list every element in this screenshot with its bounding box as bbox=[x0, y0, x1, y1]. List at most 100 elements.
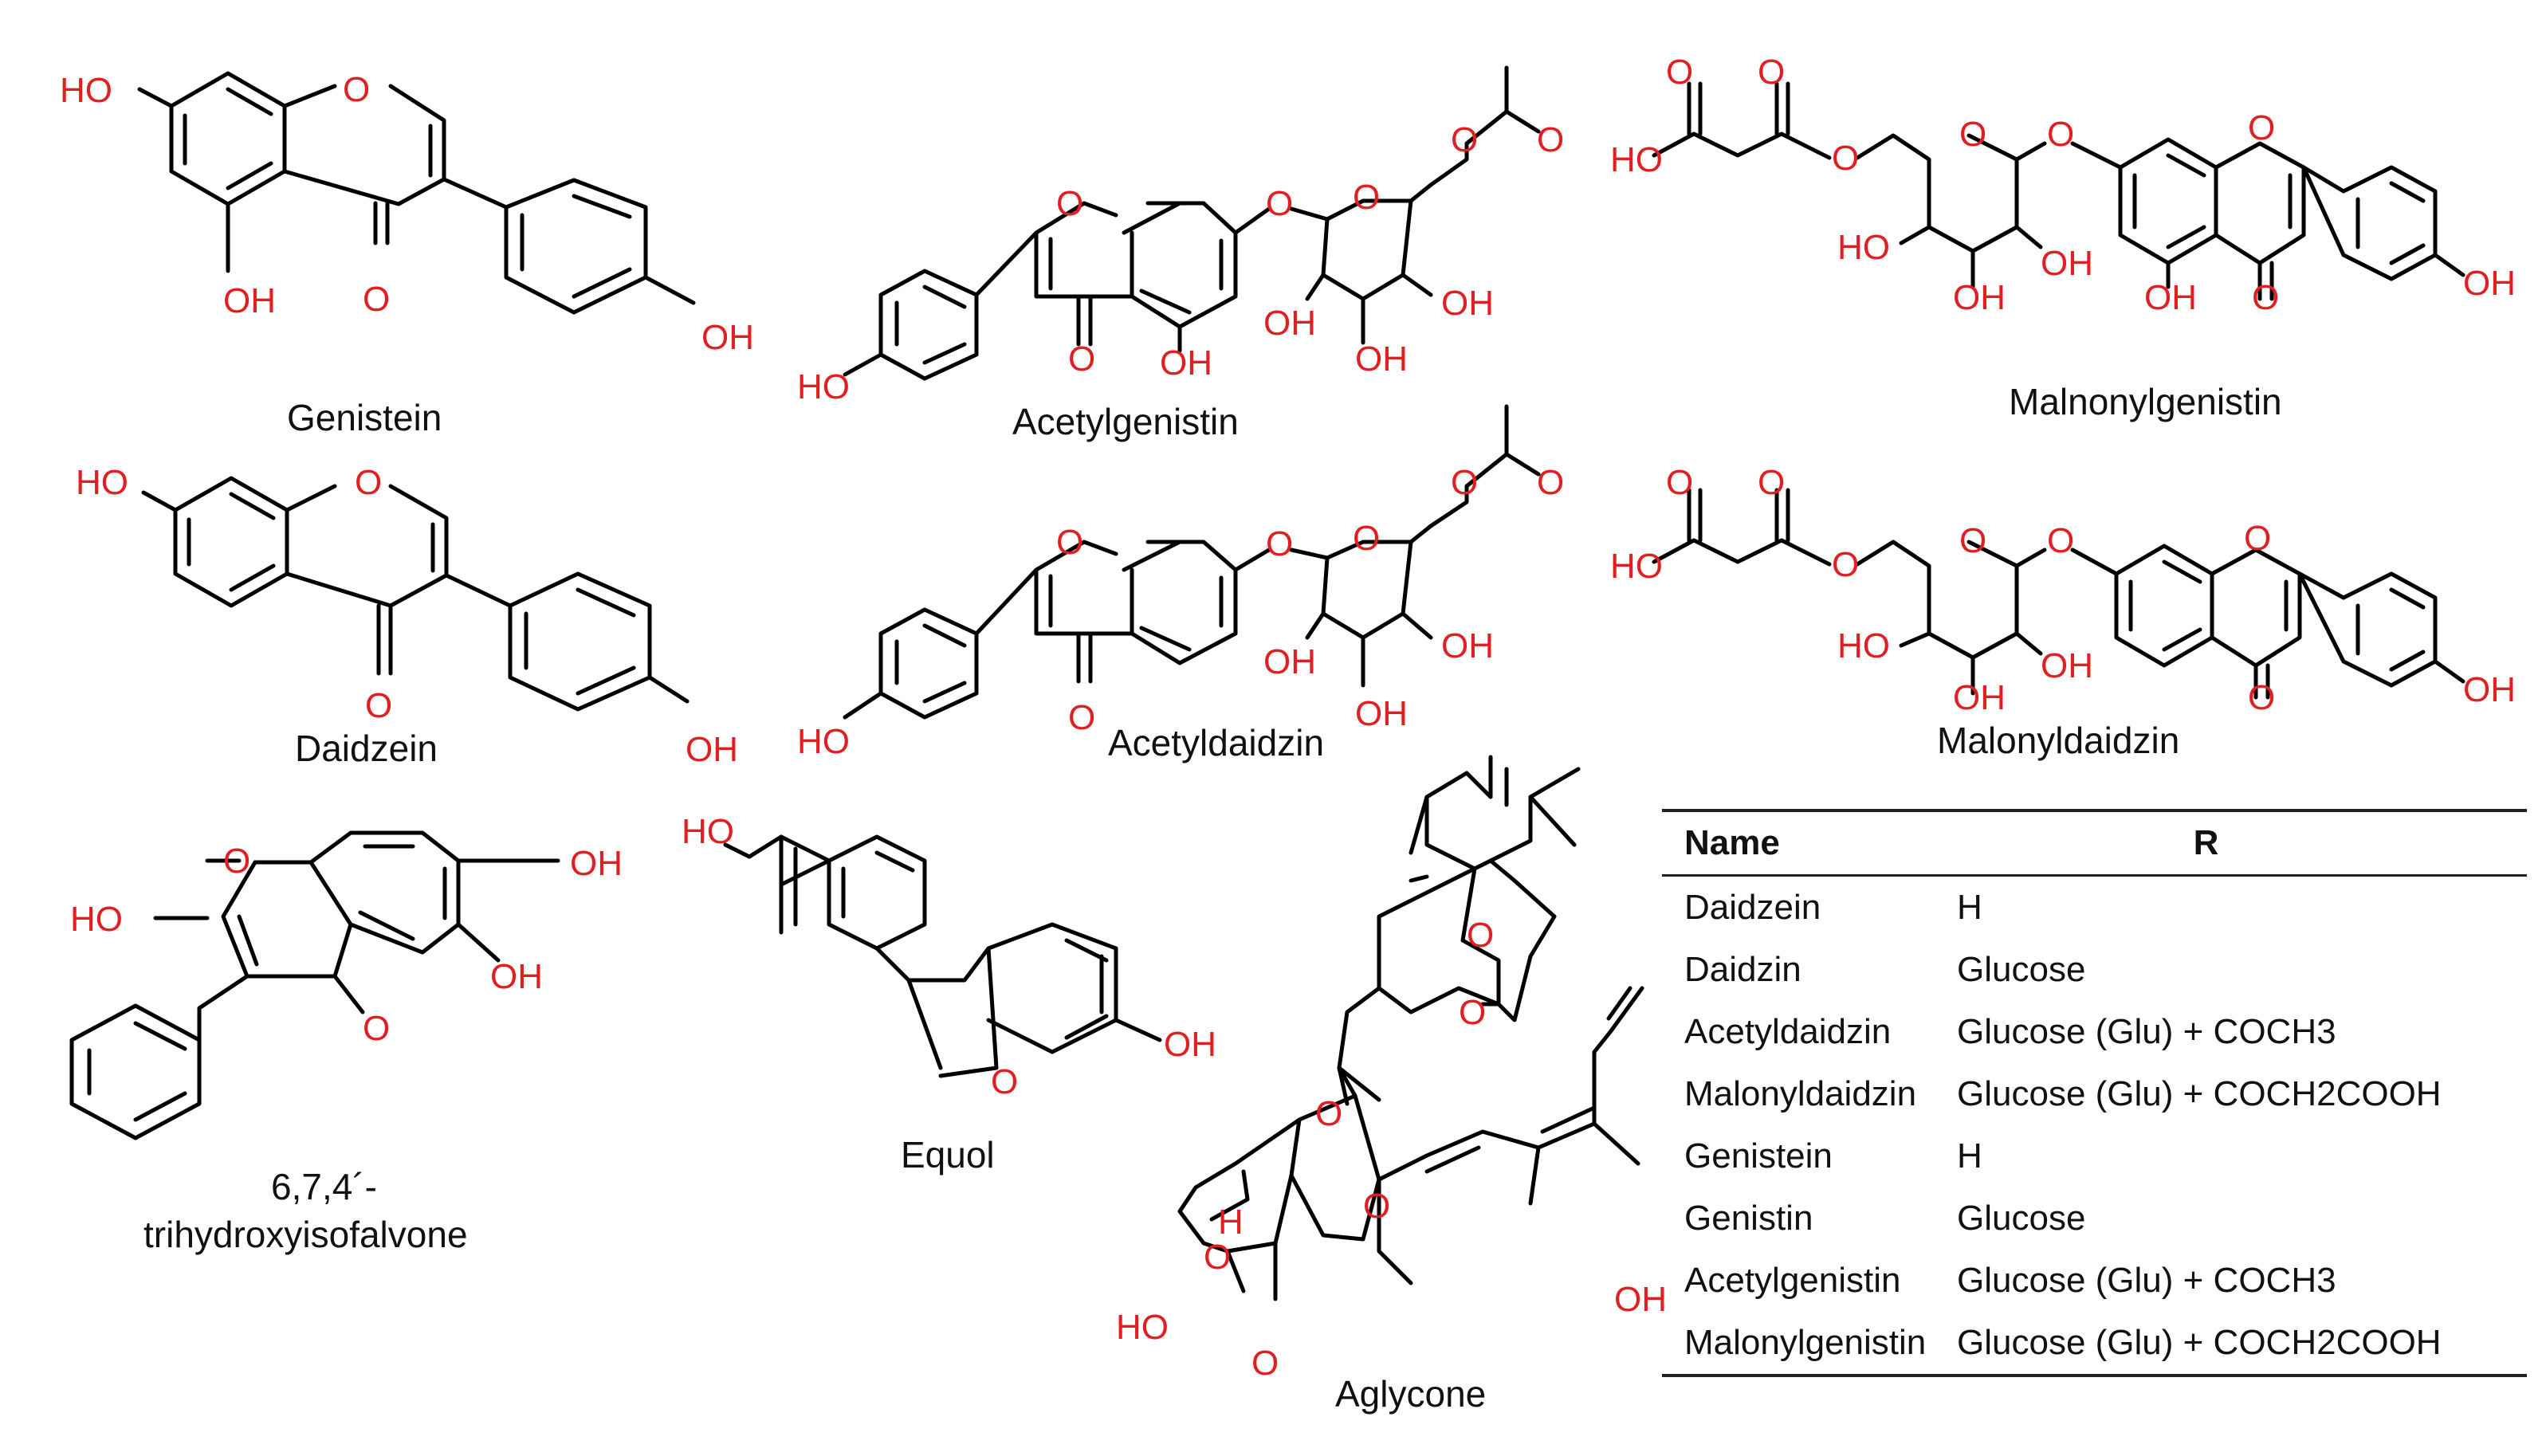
aglycone-ester-o-label: O bbox=[1315, 1094, 1342, 1133]
equol-structure: HO O OH Equol bbox=[682, 812, 1216, 1175]
table-cell-r: Glucose (Glu) + COCH3 bbox=[1957, 1261, 2336, 1300]
table-cell-name: Genistein bbox=[1684, 1136, 1833, 1175]
table-cell-name: Daidzein bbox=[1684, 888, 1821, 927]
malonyldaidzin-sugar-o-label: O bbox=[1959, 521, 1986, 560]
acetyldaidzin-oh2-label: OH bbox=[1263, 642, 1316, 681]
trihydroxy-oh7-label: OH bbox=[570, 844, 623, 883]
table-cell-r: Glucose bbox=[1957, 950, 2086, 989]
acetyldaidzin-ester-o-label: O bbox=[1451, 463, 1478, 502]
table-row: Genistein H bbox=[1662, 1125, 2527, 1187]
aglycone-ho-label: HO bbox=[1116, 1308, 1169, 1347]
acetylgenistin-link-o-label: O bbox=[1266, 184, 1293, 223]
malnonylgenistin-oh5-label: OH bbox=[2144, 278, 2197, 317]
trihydroxy-ho-label: HO bbox=[70, 900, 123, 939]
malnonylgenistin-ho-label: HO bbox=[1610, 140, 1663, 179]
table-cell-r: Glucose (Glu) + COCH2COOH bbox=[1957, 1074, 2442, 1113]
malnonylgenistin-oh4p-label: OH bbox=[2463, 264, 2516, 303]
genistein-ho-label: HO bbox=[60, 71, 112, 110]
acetylgenistin-ho-label: HO bbox=[797, 367, 850, 406]
daidzein-ho-label: HO bbox=[76, 463, 128, 502]
genistein-oh4-label: OH bbox=[701, 318, 754, 357]
malonyldaidzin-ester-o-label: O bbox=[1832, 545, 1859, 584]
table-cell-r: H bbox=[1957, 888, 1982, 927]
table-row: Daidzin Glucose bbox=[1662, 939, 2527, 1001]
table-bottom-rule bbox=[1662, 1374, 2527, 1377]
genistein-keto-o-label: O bbox=[363, 280, 390, 319]
malnonylgenistin-oh2-label: OH bbox=[2041, 244, 2093, 283]
equol-ring-o-label: O bbox=[991, 1062, 1018, 1101]
trihydroxy-name-line2: trihydroxyisofalvone bbox=[143, 1214, 468, 1255]
daidzein-keto-o-label: O bbox=[365, 686, 392, 725]
malnonylgenistin-sugar-o-label: O bbox=[1959, 115, 1986, 154]
table-header-row: Name R bbox=[1662, 812, 2527, 874]
acetylgenistin-oh4-label: OH bbox=[1441, 284, 1494, 323]
daidzein-ring-o-label: O bbox=[355, 463, 382, 502]
table-row: Malonyldaidzin Glucose (Glu) + COCH2COOH bbox=[1662, 1063, 2527, 1125]
table-cell-r: Glucose bbox=[1957, 1199, 2086, 1238]
malnonylgenistin-ho4-label: HO bbox=[1837, 228, 1890, 267]
genistein-oh5-label: OH bbox=[223, 281, 276, 320]
table-cell-name: Acetyldaidzin bbox=[1684, 1012, 1892, 1051]
aglycone-pyran-o2-label: O bbox=[1459, 993, 1486, 1032]
genistein-ring-o-label: O bbox=[343, 70, 370, 109]
acetyldaidzin-oh4-label: OH bbox=[1441, 626, 1494, 665]
malnonylgenistin-link-o-label: O bbox=[2047, 115, 2074, 154]
malonyldaidzin-ho-label: HO bbox=[1610, 547, 1663, 586]
malnonylgenistin-name: Malnonylgenistin bbox=[2009, 381, 2282, 422]
table-cell-r: Glucose (Glu) + COCH2COOH bbox=[1957, 1323, 2442, 1362]
aglycone-name: Aglycone bbox=[1335, 1373, 1486, 1415]
acetyldaidzin-acyl-o-label: O bbox=[1537, 463, 1564, 502]
table-header-r: R bbox=[2193, 823, 2219, 862]
acetylgenistin-ring-o-label: O bbox=[1056, 184, 1083, 223]
acetylgenistin-acyl-o-label: O bbox=[1537, 120, 1564, 159]
aglycone-furan-o-label: O bbox=[1251, 1344, 1279, 1383]
table-cell-r: H bbox=[1957, 1136, 1982, 1175]
aglycone-structure: O O O O H O HO O OH Aglycone bbox=[1116, 755, 1667, 1415]
aglycone-carbonyl-o-label: O bbox=[1363, 1187, 1390, 1226]
equol-name: Equol bbox=[901, 1134, 995, 1175]
table-cell-name: Genistin bbox=[1684, 1199, 1813, 1238]
malonyldaidzin-structure: O O HO O O O O HO OH OH O OH Malonyldaid… bbox=[1610, 463, 2516, 761]
malonyldaidzin-oh2-label: OH bbox=[2041, 646, 2093, 685]
malonyldaidzin-name: Malonyldaidzin bbox=[1937, 720, 2179, 761]
acetyldaidzin-oh3-label: OH bbox=[1355, 694, 1408, 733]
table-cell-r: Glucose (Glu) + COCH3 bbox=[1957, 1012, 2336, 1051]
malnonylgenistin-ring-o-label: O bbox=[2248, 108, 2275, 147]
acetyldaidzin-name: Acetyldaidzin bbox=[1108, 722, 1324, 763]
malonyldaidzin-oh3-label: OH bbox=[1953, 678, 2006, 717]
table-cell-name: Malonyldaidzin bbox=[1684, 1074, 1917, 1113]
trihydroxy-name-line1: 6,7,4´- bbox=[271, 1166, 377, 1207]
malnonylgenistin-oh3-label: OH bbox=[1953, 278, 2006, 317]
malnonylgenistin-ester-o-label: O bbox=[1832, 139, 1859, 178]
acetyldaidzin-ring-o-label: O bbox=[1056, 523, 1083, 562]
acetylgenistin-oh5-label: OH bbox=[1160, 343, 1212, 383]
equol-oh-label: OH bbox=[1164, 1025, 1216, 1064]
genistein-name: Genistein bbox=[287, 397, 442, 438]
malnonylgenistin-keto-o-label: O bbox=[2252, 278, 2279, 317]
table-cell-name: Daidzin bbox=[1684, 950, 1801, 989]
table-header-rule bbox=[1662, 874, 2527, 877]
trihydroxy-keto-o-label: O bbox=[363, 1009, 390, 1048]
acetyldaidzin-keto-o-label: O bbox=[1068, 698, 1095, 737]
malonyldaidzin-o1-label: O bbox=[1666, 463, 1693, 502]
daidzein-structure: HO O O OH Daidzein bbox=[76, 463, 738, 769]
trihydroxy-ring-o-label: O bbox=[223, 842, 250, 881]
acetylgenistin-sugar-o-label: O bbox=[1353, 178, 1380, 217]
acetylgenistin-structure: O O O O O O OH HO OH OH OH Acetylgenisti… bbox=[797, 65, 1564, 442]
table-row: Acetyldaidzin Glucose (Glu) + COCH3 bbox=[1662, 1001, 2527, 1063]
malonyldaidzin-ring-o-label: O bbox=[2244, 519, 2271, 558]
acetylgenistin-oh3-label: OH bbox=[1355, 339, 1408, 379]
malnonylgenistin-structure: O O HO O O O O HO OH OH OH O OH Malnonyl… bbox=[1610, 53, 2516, 422]
equol-ho-label: HO bbox=[682, 812, 734, 851]
trihydroxyisofalvone-structure: O HO OH OH O 6,7,4´- trihydroxyisofalvon… bbox=[69, 830, 623, 1255]
malonyldaidzin-oh4p-label: OH bbox=[2463, 670, 2516, 709]
acetyldaidzin-ho-label: HO bbox=[797, 722, 850, 761]
table-header-name: Name bbox=[1684, 823, 1780, 862]
daidzein-oh4-label: OH bbox=[686, 730, 738, 769]
malonyldaidzin-link-o-label: O bbox=[2047, 521, 2074, 560]
